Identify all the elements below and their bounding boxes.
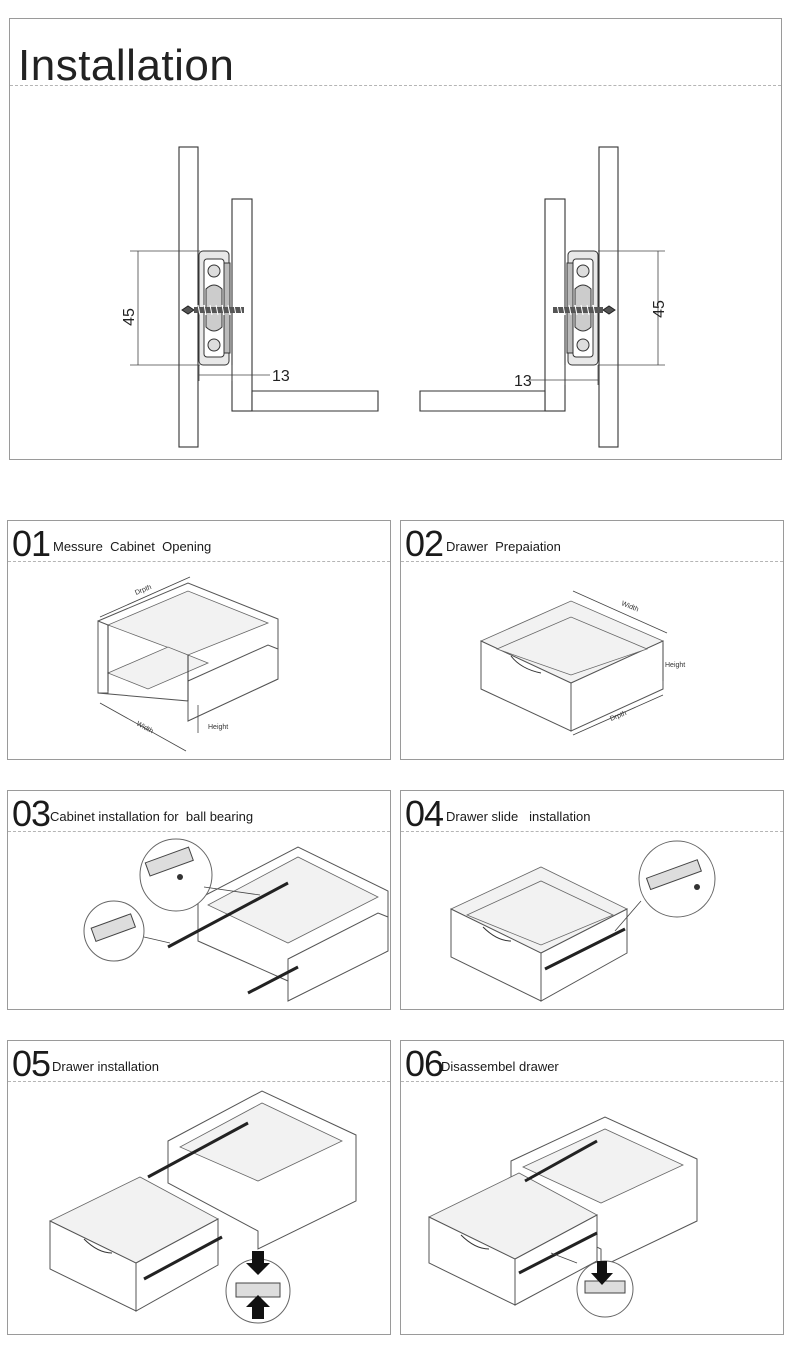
left-assembly: 45 13 [121,146,379,448]
step-label: Disassembel drawer [441,1059,559,1074]
step-number: 05 [12,1043,51,1084]
left-gap-label: 13 [272,368,290,385]
drawer-measure-diagram: Width Height Drpth [480,590,685,736]
right-assembly: 45 13 [419,146,668,448]
section-diagram: 45 13 [121,146,668,448]
step-divider [8,1081,390,1082]
left-height-label: 45 [121,308,138,326]
step-label: Messure Cabinet Opening [53,539,212,554]
step-number: 04 [405,793,444,834]
step-label: Cabinet installation for ball bearing [50,809,254,824]
arrow-up-icon [246,1295,270,1319]
left-cabinet-wall [178,146,199,448]
step-number: 06 [405,1043,444,1084]
drawer-slide-diagram [450,840,716,1002]
step-label: Drawer installation [52,1059,159,1074]
page-title: Installation [18,41,235,90]
title-divider [10,85,781,86]
right-gap-label: 13 [514,373,532,390]
left-drawer-bottom [251,390,379,412]
installation-panel: Installation [9,18,782,460]
height-annotation: Height [665,662,685,669]
left-drawer-side [231,198,253,412]
right-height-label: 45 [651,300,668,318]
step-divider [401,831,783,832]
arrow-down-icon [591,1261,613,1285]
step-06-panel: 06 Disassembel drawer [400,1040,784,1335]
step-number: 03 [12,793,51,834]
arrow-down-icon [246,1251,270,1275]
step-label: Drawer Prepaiation [446,539,561,554]
step-divider [401,561,783,562]
step-02-panel: 02 Drawer Prepaiation Width Height Drpth [400,520,784,760]
step-05-panel: 05 Drawer installation [7,1040,391,1335]
left-screw [181,304,244,316]
step-number: 02 [405,523,444,564]
step-01-panel: 01 Messure Cabinet Opening Drpth Width H… [7,520,391,760]
step-04-panel: 04 Drawer slide installation [400,790,784,1010]
step-number: 01 [12,523,51,564]
step-03-panel: 03 Cabinet installation for ball bearing [7,790,391,1010]
width-annotation: Width [620,600,639,613]
height-annotation: Height [208,724,228,731]
step-divider [401,1081,783,1082]
drawer-install-diagram [49,1090,357,1324]
right-drawer-side [544,198,566,412]
right-drawer-bottom [419,390,546,412]
step-label: Drawer slide installation [446,809,591,824]
width-annotation: Width [135,721,154,736]
right-cabinet-wall [598,146,619,448]
right-screw [553,304,616,316]
step-divider [8,831,390,832]
cabinet-slide-diagram [83,838,389,1002]
step-divider [8,561,390,562]
cabinet-measure-diagram: Drpth Width Height [97,576,279,752]
drawer-remove-diagram [428,1116,698,1318]
